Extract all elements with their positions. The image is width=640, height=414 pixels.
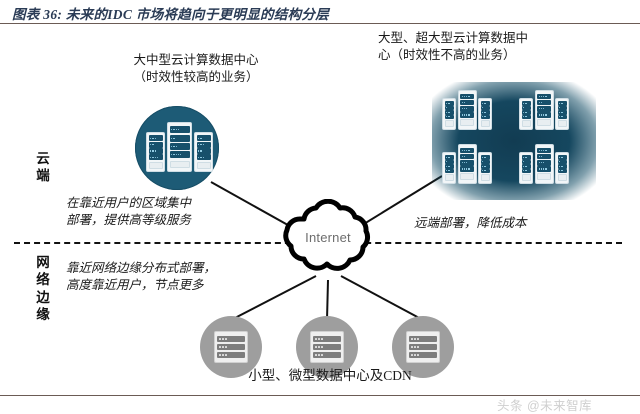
figure-root: 图表 36: 未来的IDC 市场将趋向于更明显的结构分层 云端 网络边缘 大中型… bbox=[0, 7, 640, 413]
page-title: 图表 36: 未来的IDC 市场将趋向于更明显的结构分层 bbox=[12, 7, 330, 22]
server-rack bbox=[478, 98, 492, 130]
server-rack-circle-icon bbox=[214, 331, 248, 363]
layer-label-cloud: 云端 bbox=[36, 151, 50, 184]
edge-dc-note: 靠近网络边缘分布式部署， 高度靠近用户，节点更多 bbox=[66, 261, 217, 293]
regional-dc-note: 在靠近用户的区域集中 部署，提供高等级服务 bbox=[66, 196, 192, 228]
server-rack bbox=[519, 152, 533, 184]
footer-rule bbox=[0, 395, 640, 396]
regional-dc-title: 大中型云计算数据中心 （时效性较高的业务） bbox=[133, 53, 259, 85]
edge-dc-title: 小型、微型数据中心及CDN bbox=[248, 368, 412, 383]
server-rack bbox=[457, 144, 477, 184]
server-rack bbox=[555, 98, 569, 130]
internet-label: Internet bbox=[305, 230, 351, 245]
title-rule bbox=[0, 23, 640, 24]
server-rack-circle-icon bbox=[406, 331, 440, 363]
server-rack bbox=[442, 152, 456, 184]
edge-dc-node[interactable] bbox=[296, 316, 358, 378]
server-rack bbox=[457, 90, 477, 130]
server-rack bbox=[442, 98, 456, 130]
hyperscale-dc-note: 远端部署，降低成本 bbox=[414, 216, 527, 230]
server-rack bbox=[194, 132, 213, 172]
hyperscale-dc-node[interactable] bbox=[432, 82, 596, 200]
server-rack bbox=[478, 152, 492, 184]
layer-label-edge: 网络边缘 bbox=[36, 255, 50, 322]
server-rack bbox=[167, 122, 192, 172]
server-rack-circle-icon bbox=[310, 331, 344, 363]
cloud-icon bbox=[283, 198, 371, 271]
connector-lines bbox=[210, 175, 443, 321]
hyperscale-dc-title: 大型、超大型云计算数据中 心（时效性不高的业务） bbox=[378, 31, 529, 63]
server-rack bbox=[534, 144, 554, 184]
server-farm-cluster-icon bbox=[438, 88, 590, 194]
server-rack-circle-icon bbox=[146, 122, 213, 172]
edge-dc-node[interactable] bbox=[200, 316, 262, 378]
server-rack bbox=[519, 98, 533, 130]
internet-node[interactable]: Internet bbox=[274, 198, 382, 281]
edge-dc-node[interactable] bbox=[392, 316, 454, 378]
server-rack bbox=[555, 152, 569, 184]
regional-dc-node[interactable] bbox=[135, 106, 219, 190]
diagram-canvas: 云端 网络边缘 大中型云计算数据中心 （时效性较高的业务） bbox=[0, 24, 640, 413]
server-rack bbox=[146, 132, 165, 172]
server-rack bbox=[534, 90, 554, 130]
